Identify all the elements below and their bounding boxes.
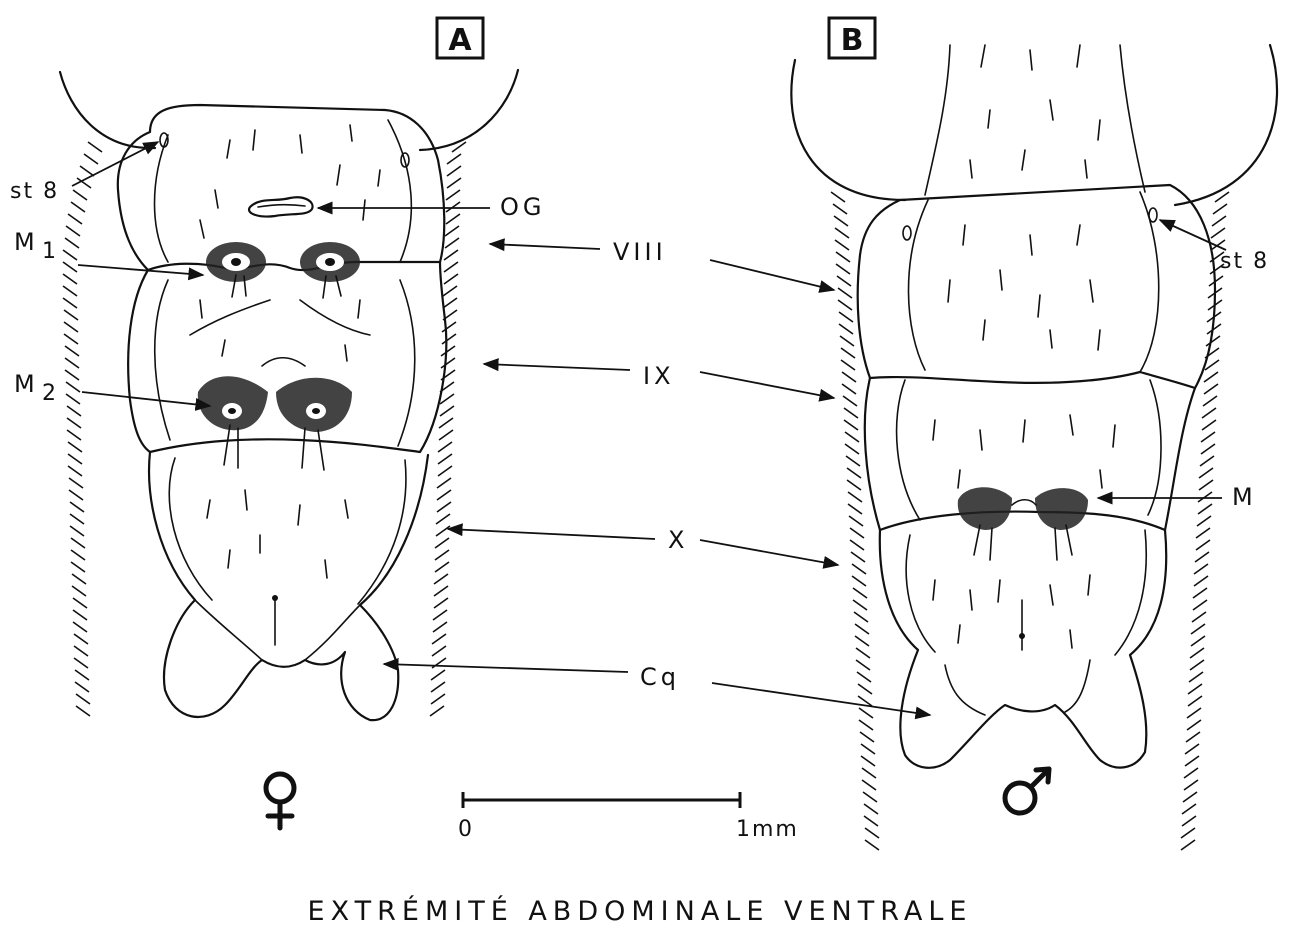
scale-bar: 0 1mm bbox=[458, 792, 799, 842]
label-st8-a: st 8 bbox=[10, 142, 158, 204]
label-cq: Cq bbox=[384, 663, 930, 715]
label-x-text: X bbox=[668, 526, 688, 554]
panel-b-segment-viii bbox=[858, 185, 1215, 388]
label-m1-text: M bbox=[14, 228, 39, 256]
label-m2: M 2 bbox=[14, 370, 210, 406]
panel-a-ix-setae bbox=[200, 300, 360, 361]
panel-a-viii-setae bbox=[200, 125, 380, 238]
panel-b-segment-ix bbox=[865, 378, 1195, 530]
female-symbol bbox=[266, 774, 294, 828]
label-ix: IX bbox=[484, 362, 834, 398]
spiracle-st8-right-b bbox=[1149, 208, 1157, 222]
label-ix-text: IX bbox=[643, 362, 675, 390]
label-cq-text: Cq bbox=[640, 663, 680, 691]
panel-a: A bbox=[60, 18, 518, 720]
label-m1: M 1 bbox=[14, 228, 203, 275]
label-m2-text: M bbox=[14, 370, 39, 398]
panel-b: B bbox=[791, 18, 1277, 850]
label-m1-subscript: 1 bbox=[42, 239, 58, 264]
label-m-b-text: M bbox=[1232, 483, 1257, 511]
panel-a-segment-x bbox=[149, 452, 428, 720]
panel-a-m2-glands bbox=[198, 358, 352, 470]
label-m-b: M bbox=[1098, 483, 1257, 511]
panel-b-m-glands bbox=[958, 487, 1088, 560]
label-viii-text: VIII bbox=[613, 238, 667, 266]
label-st8-a-text: st 8 bbox=[10, 179, 59, 204]
label-viii: VIII bbox=[490, 238, 834, 290]
spiracle-st8-left-b bbox=[903, 226, 911, 240]
panel-a-m1-glands bbox=[206, 242, 360, 298]
panel-b-body-wall bbox=[791, 45, 1277, 850]
label-og-text: OG bbox=[500, 193, 546, 221]
label-og: OG bbox=[318, 193, 546, 221]
figure-caption: EXTRÉMITÉ ABDOMINALE VENTRALE bbox=[308, 895, 973, 927]
panel-b-segment-x bbox=[880, 530, 1166, 768]
male-symbol bbox=[1005, 769, 1049, 813]
label-st8-b-text: st 8 bbox=[1220, 249, 1269, 274]
label-x: X bbox=[448, 526, 838, 565]
panel-a-segment-ix bbox=[128, 262, 446, 452]
label-m2-subscript: 2 bbox=[42, 381, 58, 406]
panel-a-letter: A bbox=[448, 23, 472, 58]
scale-bar-start-label: 0 bbox=[458, 817, 474, 842]
scale-bar-end-label: 1mm bbox=[736, 817, 799, 842]
panel-a-segment-viii bbox=[118, 105, 444, 270]
panel-b-letter: B bbox=[841, 23, 864, 58]
panel-b-segment-vii bbox=[925, 45, 1145, 195]
panel-a-x-setae bbox=[207, 490, 348, 578]
